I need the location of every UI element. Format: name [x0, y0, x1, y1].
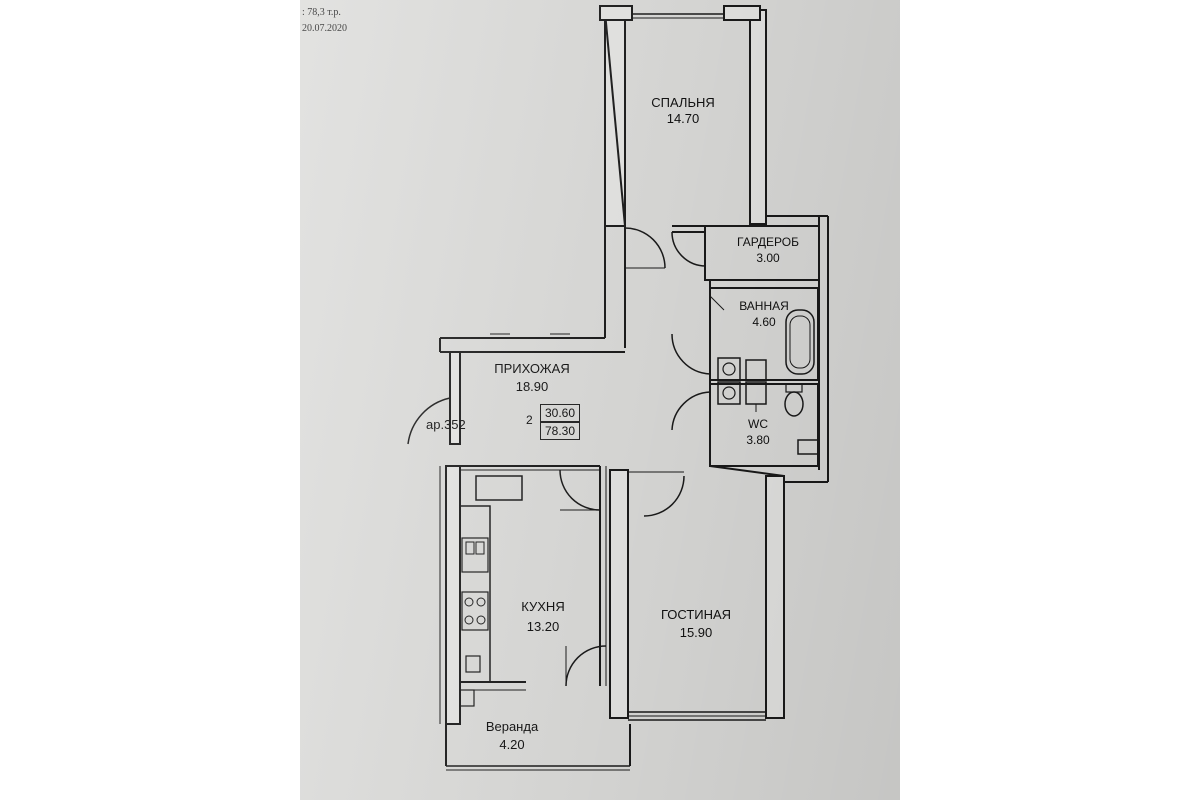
room-name-wardrobe: ГАРДЕРОБ [737, 235, 799, 249]
wc-door-swing [671, 391, 711, 431]
living-west-wall [609, 469, 629, 719]
room-area-veranda: 4.20 [499, 737, 525, 752]
date-stamp: 20.07.2020 [302, 23, 347, 34]
entrance-door-swing [407, 397, 451, 445]
bathtub [785, 309, 815, 375]
fridge [475, 475, 523, 501]
room-name-veranda: Веранда [485, 719, 539, 734]
living-door-swing [643, 475, 685, 517]
room-name-living: ГОСТИНАЯ [660, 607, 732, 622]
room-name-kitchen: КУХНЯ [521, 599, 565, 614]
room-area-wardrobe: 3.00 [756, 251, 780, 265]
shower-tray [745, 359, 767, 381]
toilet [784, 391, 804, 417]
room-area-living: 15.90 [679, 625, 713, 640]
wc-walls [709, 383, 819, 467]
room-area-kitchen: 13.20 [526, 619, 560, 634]
bedroom-right-wall [749, 9, 767, 225]
apartment-number: ар.352 [426, 417, 466, 432]
room-name-bedroom: СПАЛЬНЯ [651, 95, 715, 110]
room-area-bedroom: 14.70 [666, 111, 700, 126]
price-stamp: : 78,3 т.р. [302, 7, 341, 18]
floor-plan-sheet: : 78,3 т.р. 20.07.2020 [300, 0, 900, 800]
bathroom-door-swing [671, 333, 711, 375]
room-name-bathroom: ВАННАЯ [739, 299, 789, 313]
total-area: 78.30 [540, 422, 581, 440]
floor-plan-drawing [407, 5, 829, 771]
living-east-wall [765, 475, 785, 719]
kitchen-stove [461, 591, 489, 631]
room-name-wc: WC [748, 417, 768, 431]
living-area-total: 30.60 [540, 404, 581, 422]
room-area-wc: 3.80 [746, 433, 770, 447]
room-name-hall: ПРИХОЖАЯ [494, 361, 570, 376]
bedroom-door-swing [624, 227, 666, 269]
room-area-bathroom: 4.60 [752, 315, 776, 329]
kitchen-door-swing [559, 469, 601, 511]
kitchen-west-wall [445, 465, 461, 725]
room-area-hall: 18.90 [515, 379, 549, 394]
kitchen-sink [461, 537, 489, 573]
room-count: 2 [526, 413, 533, 427]
veranda-door-swing [565, 645, 607, 687]
